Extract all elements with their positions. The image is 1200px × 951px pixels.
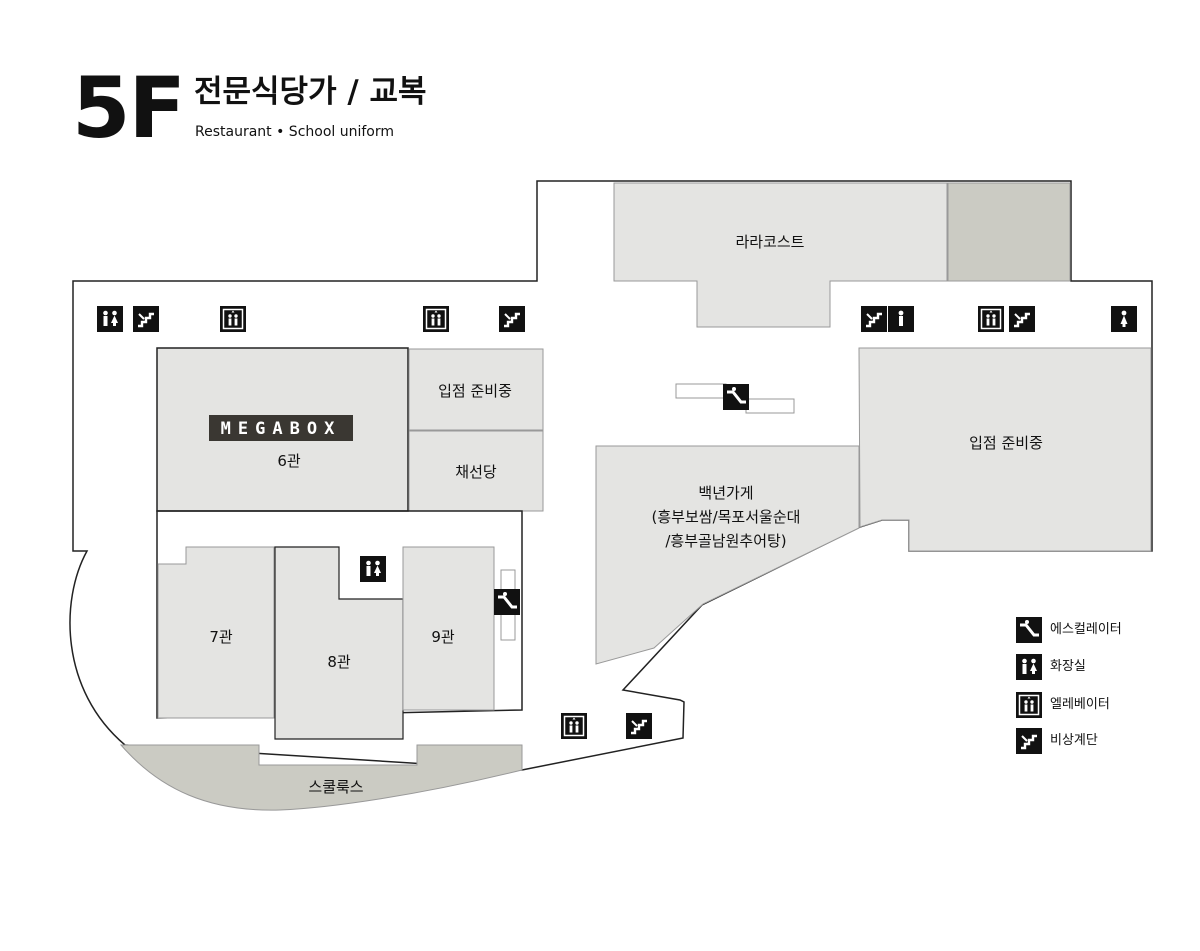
label-hall-9: 9관 xyxy=(431,628,455,646)
service-area xyxy=(947,182,1071,282)
store-prep-large[interactable] xyxy=(858,347,1152,552)
cinema-hall-9[interactable] xyxy=(402,546,495,711)
store-lalacost[interactable] xyxy=(613,182,948,328)
floor-title: 전문식당가 / 교복 xyxy=(194,74,427,110)
legend-stairs-label: 비상계단 xyxy=(1050,733,1098,748)
legend-elevator: 엘레베이터 xyxy=(1016,692,1110,718)
elevator-icon[interactable] xyxy=(977,305,1005,333)
legend-escalator-label: 에스컬레이터 xyxy=(1050,622,1122,637)
elevator-icon[interactable] xyxy=(219,305,247,333)
label-skulukus: 스쿨룩스 xyxy=(308,778,363,796)
label-lalacost: 라라코스트 xyxy=(735,233,804,251)
floor-subtitle: Restaurant • School uniform xyxy=(195,124,395,140)
stairs-icon[interactable] xyxy=(497,304,527,334)
restroom-female-icon[interactable] xyxy=(1111,306,1137,332)
elevator-icon[interactable] xyxy=(560,712,588,740)
elevator-icon xyxy=(1016,692,1042,718)
legend-restroom-label: 화장실 xyxy=(1050,659,1086,674)
escalator-steps-center xyxy=(675,383,795,414)
stairs-icon xyxy=(1016,728,1042,754)
stairs-icon[interactable] xyxy=(859,304,889,334)
label-chaeseondang: 채선당 xyxy=(455,463,497,481)
label-baeknyeon-3: /흥부골남원추어탕) xyxy=(665,532,786,550)
store-chaeseondang[interactable] xyxy=(408,430,544,512)
stairs-icon[interactable] xyxy=(1007,304,1037,334)
stairs-icon[interactable] xyxy=(624,711,654,741)
svg-text:MEGABOX: MEGABOX xyxy=(221,419,342,439)
label-hall-7: 7관 xyxy=(209,628,233,646)
legend-stairs: 비상계단 xyxy=(1016,728,1098,754)
escalator-icon xyxy=(1016,617,1042,643)
stairs-icon[interactable] xyxy=(131,304,161,334)
legend-escalator: 에스컬레이터 xyxy=(1016,617,1122,643)
floor-number: 5F xyxy=(72,59,186,157)
label-hall-8: 8관 xyxy=(327,653,351,671)
legend-restroom: 화장실 xyxy=(1016,654,1086,680)
restroom-icon[interactable] xyxy=(360,556,386,582)
label-prep-small: 입점 준비중 xyxy=(438,382,512,400)
label-hall-6: 6관 xyxy=(277,452,301,470)
cinema-hall-7[interactable] xyxy=(157,546,275,719)
label-baeknyeon-1: 백년가게 xyxy=(698,484,753,502)
escalator-icon[interactable] xyxy=(721,382,751,412)
restroom-male-icon[interactable] xyxy=(888,306,914,332)
elevator-icon[interactable] xyxy=(422,305,450,333)
label-prep-large: 입점 준비중 xyxy=(969,434,1043,452)
escalator-icon[interactable] xyxy=(492,587,522,617)
store-skulukus[interactable] xyxy=(119,744,523,811)
restroom-icon[interactable] xyxy=(97,306,123,332)
megabox-logo: MEGABOX xyxy=(209,415,353,441)
store-baeknyeon[interactable] xyxy=(595,445,860,665)
restroom-icon xyxy=(1016,654,1042,680)
store-prep-small[interactable] xyxy=(408,348,544,431)
label-baeknyeon-2: (흥부보쌈/목포서울순대 xyxy=(652,508,801,526)
cinema-lower-outline xyxy=(156,510,523,719)
legend-elevator-label: 엘레베이터 xyxy=(1050,697,1110,712)
